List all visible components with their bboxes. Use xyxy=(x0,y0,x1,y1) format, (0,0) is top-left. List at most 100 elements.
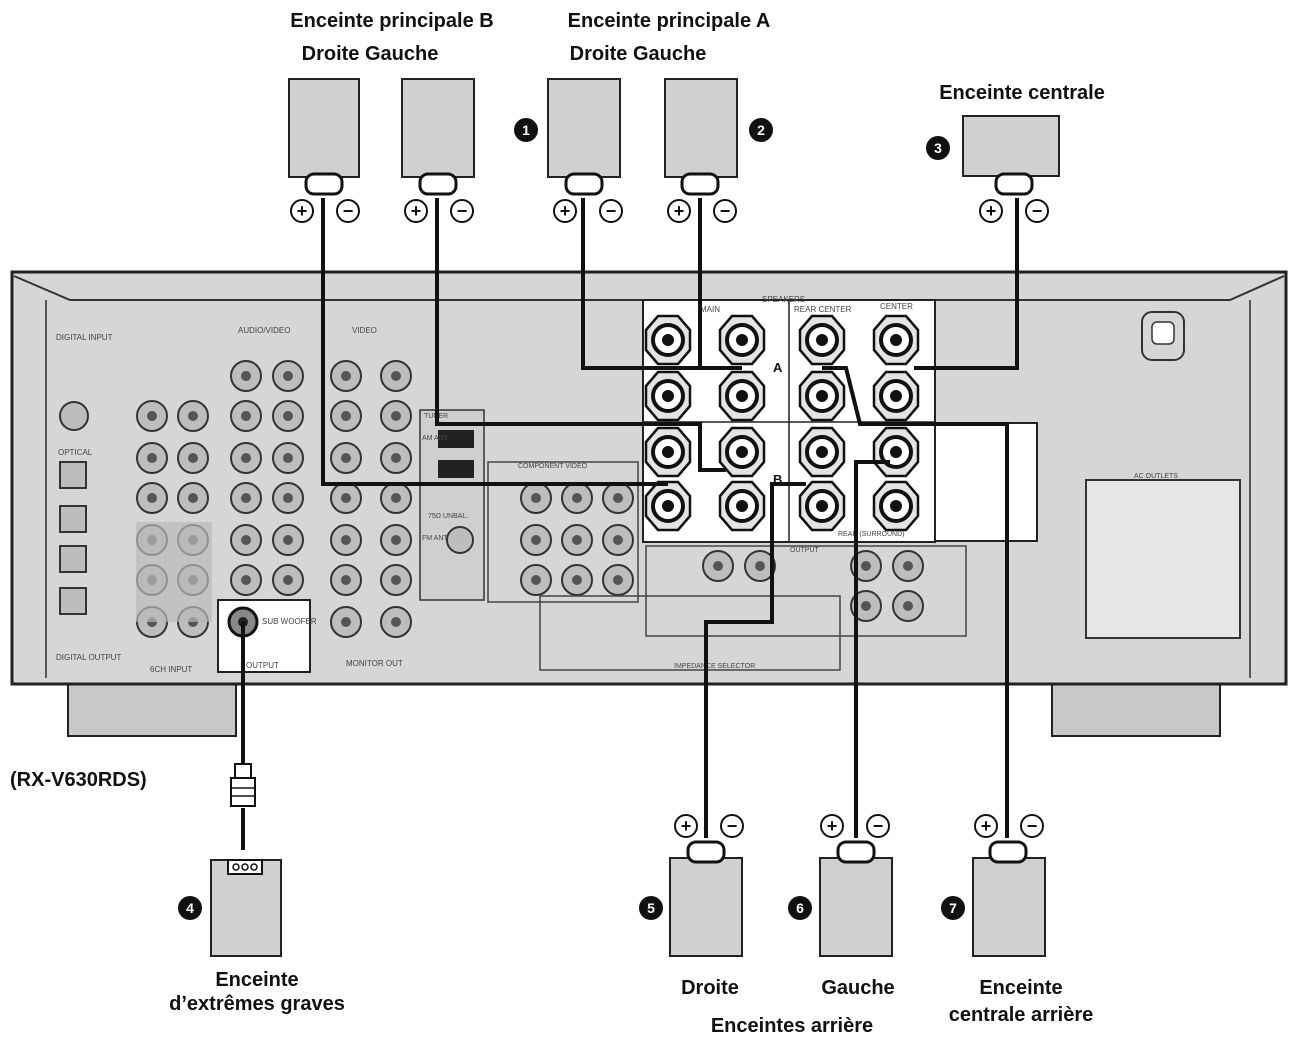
badge-1: 1 xyxy=(514,118,538,142)
badge-3: 3 xyxy=(926,136,950,160)
preout-jack xyxy=(850,550,882,582)
ac-outlets: AC OUTLETS xyxy=(1085,473,1241,639)
rca-jack xyxy=(136,442,168,474)
wire-main-a-right xyxy=(581,198,668,370)
rca-jack xyxy=(330,606,362,638)
fm-ant-label: FM ANT xyxy=(422,535,448,542)
svg-text:−: − xyxy=(727,816,738,836)
badge-7: 7 xyxy=(941,896,965,920)
label-rear-group: Enceintes arrière xyxy=(711,1015,873,1037)
svg-text:+: + xyxy=(411,201,422,221)
svg-text:2: 2 xyxy=(757,122,765,138)
monitor-out-label: MONITOR OUT xyxy=(346,659,403,668)
rca-jack xyxy=(380,442,412,474)
rca-jack xyxy=(330,442,362,474)
component-jack xyxy=(602,564,634,596)
minus-terminal-icon: − xyxy=(1025,199,1049,223)
rca-jack xyxy=(230,482,262,514)
svg-text:+: + xyxy=(981,816,992,836)
wire-rear-center xyxy=(822,366,1009,838)
label-center: Enceinte centrale xyxy=(939,82,1105,104)
speaker-binding-post xyxy=(644,370,692,422)
rca-jack xyxy=(136,482,168,514)
svg-text:+: + xyxy=(560,201,571,221)
rca-jack xyxy=(177,442,209,474)
wire-rear-left xyxy=(854,460,890,838)
plus-terminal-icon: + xyxy=(979,199,1003,223)
rca-jack xyxy=(230,524,262,556)
svg-text:−: − xyxy=(457,201,468,221)
svg-text:−: − xyxy=(343,201,354,221)
rca-jack xyxy=(177,400,209,432)
preout-jack xyxy=(892,550,924,582)
rca-jack xyxy=(272,524,304,556)
rca-jack xyxy=(380,360,412,392)
component-jack xyxy=(520,482,552,514)
speaker-main-b-left: +− xyxy=(401,78,475,223)
rca-jack xyxy=(380,606,412,638)
rca-jack xyxy=(380,564,412,596)
am-ant-label: AM ANT xyxy=(422,435,449,442)
svg-text:1: 1 xyxy=(522,122,530,138)
minus-terminal-icon: − xyxy=(599,199,623,223)
rca-jack xyxy=(272,564,304,596)
speaker-main-b-right: +− xyxy=(288,78,360,223)
labels: Enceinte principale B Droite Gauche Ence… xyxy=(10,10,1105,1037)
label-rear-left: Gauche xyxy=(821,977,894,999)
svg-text:−: − xyxy=(1027,816,1038,836)
svg-text:−: − xyxy=(720,201,731,221)
speaker-main-a-left: +− xyxy=(664,78,738,223)
video-label: VIDEO xyxy=(352,326,377,335)
plus-terminal-icon: + xyxy=(820,814,844,838)
speaker-binding-post xyxy=(798,426,846,478)
rca-jack xyxy=(136,400,168,432)
speaker-binding-post xyxy=(798,370,846,422)
audio-video-label: AUDIO/VIDEO xyxy=(238,326,290,335)
label-rear-center-line1: Enceinte xyxy=(979,977,1062,999)
power-cord-clip xyxy=(1141,311,1185,361)
svg-text:5: 5 xyxy=(647,900,655,916)
svg-text:−: − xyxy=(873,816,884,836)
svg-text:4: 4 xyxy=(186,900,194,916)
bank-a-label: A xyxy=(773,360,783,375)
rca-jack xyxy=(272,360,304,392)
svg-text:6: 6 xyxy=(796,900,804,916)
wire-main-b-right xyxy=(321,198,668,486)
speaker-binding-post xyxy=(718,314,766,366)
svg-text:−: − xyxy=(1032,201,1043,221)
speakers-label: SPEAKERS xyxy=(762,295,805,304)
badge-6: 6 xyxy=(788,896,812,920)
label-droite-gauche-b: Droite Gauche xyxy=(302,43,439,65)
preout-jack xyxy=(702,550,734,582)
speaker-binding-post xyxy=(872,480,920,532)
rca-jack xyxy=(272,400,304,432)
digital-input-label: DIGITAL INPUT xyxy=(56,333,113,342)
foot-right xyxy=(1051,679,1221,737)
svg-text:+: + xyxy=(297,201,308,221)
rca-jack xyxy=(272,442,304,474)
speaker-rear-right: +− xyxy=(669,814,744,957)
plus-terminal-icon: + xyxy=(404,199,428,223)
rca-jack xyxy=(230,400,262,432)
rca-jack xyxy=(330,524,362,556)
component-jack xyxy=(602,482,634,514)
rear-surround-label: REAR (SURROUND) xyxy=(838,531,905,538)
rca-jack xyxy=(177,482,209,514)
bank-b-label: B xyxy=(773,472,782,487)
component-jack xyxy=(602,524,634,556)
svg-text:+: + xyxy=(986,201,997,221)
rca-jack xyxy=(330,360,362,392)
preout-jack xyxy=(892,590,924,622)
label-droite-gauche-a: Droite Gauche xyxy=(570,43,707,65)
center-panel-label: CENTER xyxy=(880,302,913,311)
label-sub-line2: d’extrêmes graves xyxy=(169,993,345,1015)
badge-2: 2 xyxy=(749,118,773,142)
component-jack xyxy=(561,482,593,514)
label-rear-right: Droite xyxy=(681,977,739,999)
ac-outlets-label: AC OUTLETS xyxy=(1134,473,1178,480)
svg-text:+: + xyxy=(827,816,838,836)
speaker-terminal-panel: SPEAKERS MAIN REAR CENTER CENTER A B REA… xyxy=(642,295,1038,543)
label-main-a: Enceinte principale A xyxy=(568,10,771,32)
minus-terminal-icon: − xyxy=(866,814,890,838)
optical-label: OPTICAL xyxy=(58,448,93,457)
